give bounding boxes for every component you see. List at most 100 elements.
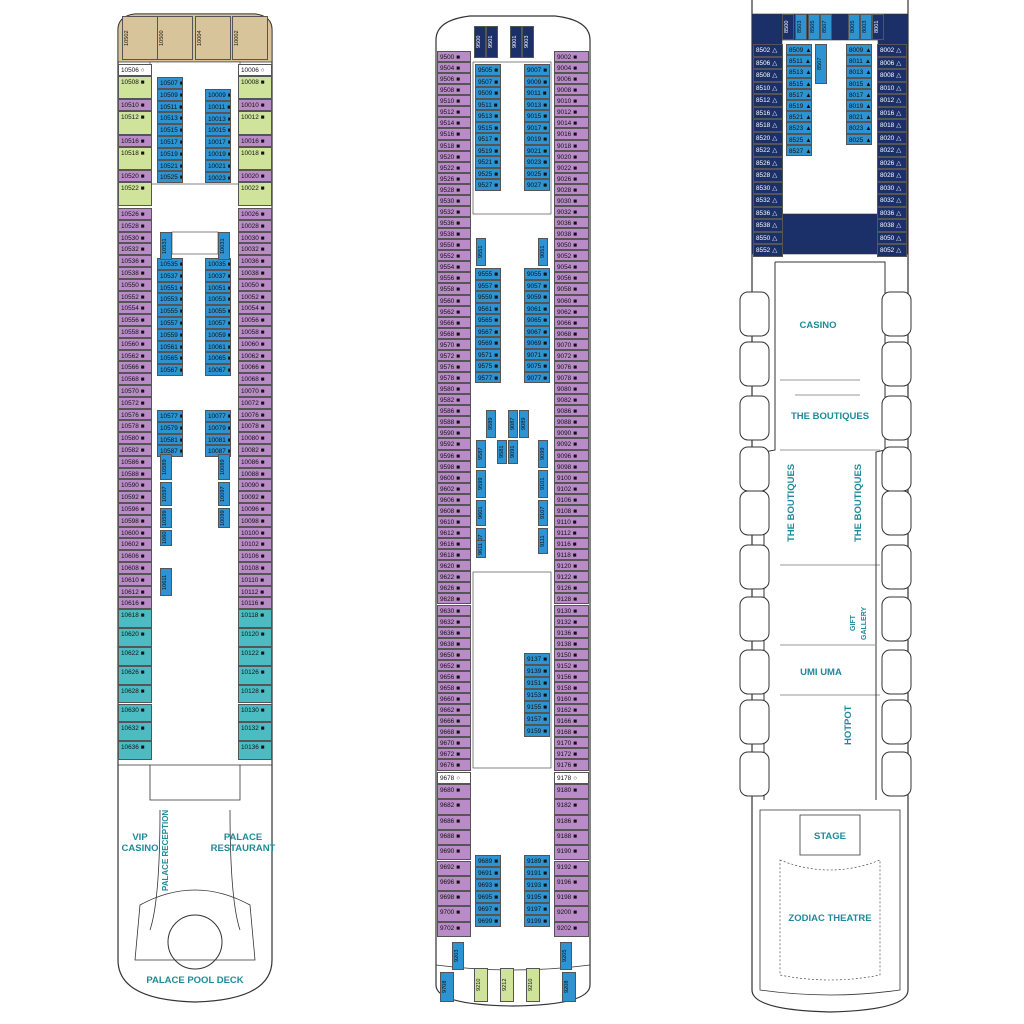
cabin-9011: 9011■	[524, 87, 550, 99]
cabin-number: 10618	[121, 612, 139, 619]
square-icon: ■	[456, 197, 461, 205]
cabin-9518: 9518■	[437, 139, 471, 151]
square-icon: ■	[543, 294, 548, 301]
square-icon: ■	[573, 832, 578, 840]
cabin-9638: 9638■	[437, 637, 471, 649]
cabin-9151: 9151■	[524, 677, 550, 689]
cabin-number: 8018	[880, 122, 895, 129]
cabin-10016: 10016■	[238, 134, 272, 147]
cabin-number: 8550	[756, 234, 771, 242]
cabin-number: 10013	[208, 115, 226, 123]
square-icon: ■	[260, 612, 265, 619]
cabin-8052: 8052△	[877, 244, 907, 257]
square-icon: ■	[180, 113, 182, 123]
cabin-9210: 9210	[526, 968, 540, 1002]
cabin-10019: 10019■	[205, 148, 231, 160]
cabin-number: 10603	[162, 530, 168, 544]
cabin-number: 10006	[241, 67, 259, 74]
cabin-10599: 10599	[160, 508, 172, 528]
square-icon: ■	[140, 725, 145, 733]
square-icon: ■	[140, 185, 145, 192]
cabin-number: 10628	[121, 687, 139, 695]
cabin-number: 9016	[557, 131, 572, 139]
square-icon: ■	[180, 411, 182, 421]
cabin-number: 9069	[527, 340, 542, 347]
square-icon: ■	[494, 294, 499, 301]
cabin-8521: 8521▲	[786, 111, 812, 123]
cabin-number: 9017	[527, 124, 542, 132]
square-icon: ■	[573, 629, 578, 637]
cabin-10066: 10066■	[238, 361, 272, 374]
square-icon: ■	[456, 909, 461, 917]
square-icon: ■	[456, 832, 461, 840]
cabin-9606: 9606■	[437, 493, 471, 505]
square-icon: ■	[180, 446, 182, 456]
cabin-9160: 9160■	[554, 693, 589, 705]
cabin-9616: 9616■	[437, 538, 471, 550]
cabin-9682: 9682■	[437, 799, 471, 815]
lifeboat	[739, 699, 770, 745]
square-icon: ■	[573, 352, 578, 360]
cabin-10036: 10036■	[238, 255, 272, 267]
square-icon: ■	[456, 275, 461, 283]
square-icon: ■	[494, 282, 499, 290]
cabin-number: 9152	[557, 662, 572, 670]
triangle-icon: △	[896, 134, 902, 142]
cabin-number: 9620	[440, 563, 455, 571]
cabin-10519: 10519■	[157, 147, 183, 160]
cabin-number: 9680	[440, 787, 455, 794]
cabin-number: 9072	[557, 352, 572, 360]
cabin-number: 9009	[527, 78, 542, 86]
cabin-number: 9138	[557, 640, 572, 648]
cabin-9036: 9036■	[554, 217, 589, 229]
cabin-number: 10023	[208, 174, 226, 182]
cabin-number: 9178	[557, 775, 572, 782]
cabin-number: 9038	[557, 231, 572, 239]
cabin-9021: 9021■	[524, 144, 550, 156]
square-icon: ■	[456, 707, 461, 715]
square-icon: ■	[228, 294, 230, 304]
cabin-10589: 10589	[160, 454, 172, 480]
cabin-number: 9517	[478, 136, 493, 143]
triangle-icon: △	[896, 184, 902, 192]
square-icon: ■	[456, 242, 461, 250]
cabin-9065: 9065■	[524, 314, 550, 326]
cabin-9009: 9009■	[524, 75, 550, 87]
cabin-number: 10067	[208, 367, 226, 375]
cabin-number: 10562	[121, 352, 139, 360]
square-icon: ■	[140, 494, 145, 502]
cabin-number: 10521	[160, 162, 178, 170]
square-icon: ■	[573, 909, 578, 917]
square-icon: ▲	[805, 114, 812, 122]
square-icon: ■	[456, 54, 461, 61]
cabin-number: 9090	[557, 430, 572, 438]
square-icon: ■	[573, 397, 578, 405]
cabin-number: 9525	[478, 170, 493, 178]
cabin-9558: 9558■	[437, 283, 471, 295]
cabin-10506: 10506○	[118, 64, 152, 76]
square-icon: ■	[573, 673, 578, 681]
cabin-number: 9012	[557, 109, 572, 117]
triangle-icon: △	[896, 247, 902, 254]
cabin-number: 9208	[564, 980, 570, 994]
lifeboat	[739, 544, 770, 590]
cabin-number: 9587	[478, 447, 484, 461]
cabin-9662: 9662■	[437, 704, 471, 716]
cabin-10518: 10518■	[118, 146, 152, 171]
cabin-9561: 9561■	[475, 302, 501, 314]
square-icon: ■	[573, 817, 578, 825]
cabin-number: 9616	[440, 541, 455, 549]
square-icon: ■	[180, 125, 182, 135]
cabin-9505: 9505■	[475, 64, 501, 76]
square-icon: ■	[140, 435, 145, 443]
square-icon: ■	[573, 186, 578, 194]
cabin-number: 10630	[121, 706, 139, 714]
cabin-number: 9050	[557, 242, 572, 250]
cabin-8505: 8505	[808, 14, 820, 40]
cabin-8510: 8510△	[753, 81, 783, 94]
cabin-number: 9567	[478, 328, 493, 336]
cabin-number: 10586	[121, 458, 139, 466]
cabin-9050: 9050■	[554, 239, 589, 251]
cabin-number: 9018	[557, 142, 572, 150]
cabin-10515: 10515■	[157, 124, 183, 136]
